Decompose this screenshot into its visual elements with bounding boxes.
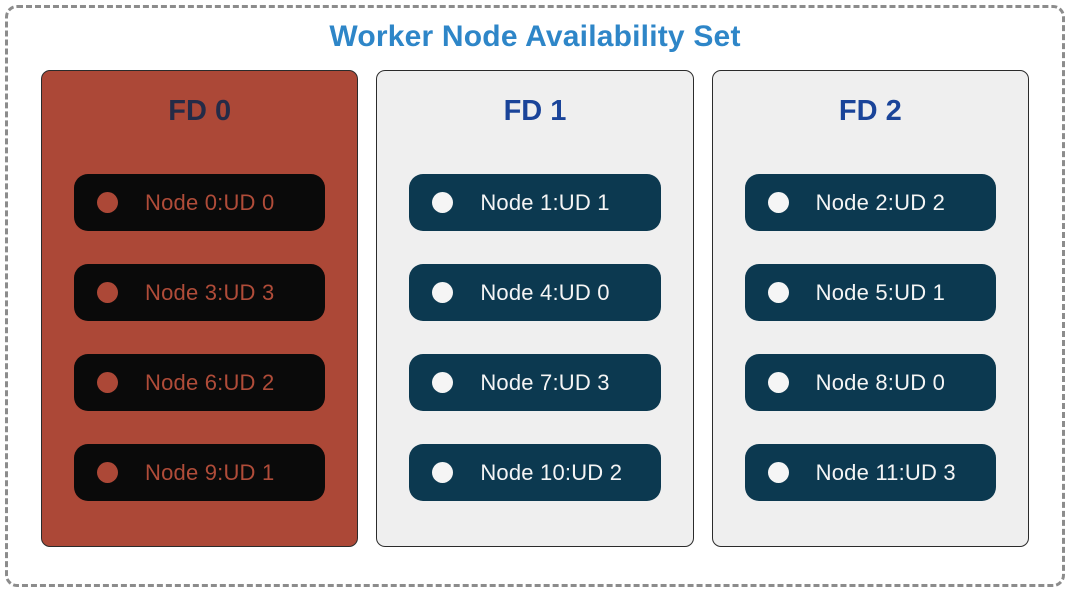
node-status-dot-icon [97,192,118,213]
node-label: Node 11:UD 3 [815,459,956,485]
node-label: Node 9:UD 1 [145,459,275,485]
fd0-node-list: Node 0:UD 0 Node 3:UD 3 Node 6:UD 2 Node… [74,174,326,501]
fd0-title: FD 0 [168,95,232,127]
node-status-dot-icon [432,462,454,483]
fault-domain-fd1: FD 1 Node 1:UD 1 Node 4:UD 0 Node 7:UD 3… [376,70,694,547]
diagram-title: Worker Node Availability Set [329,20,741,53]
availability-set-boundary: Worker Node Availability Set FD 0 Node 0… [5,5,1065,587]
node-status-dot-icon [767,372,789,393]
node-label: Node 7:UD 3 [480,369,610,395]
fd2-title: FD 2 [838,95,902,127]
node-label: Node 8:UD 0 [815,369,946,395]
node-status-dot-icon [767,282,789,303]
node-label: Node 6:UD 2 [145,369,275,395]
node-pill: Node 4:UD 0 [409,264,661,321]
node-pill: Node 6:UD 2 [74,354,326,411]
node-pill: Node 2:UD 2 [744,174,996,231]
node-label: Node 4:UD 0 [480,279,610,305]
fd1-title: FD 1 [503,95,567,127]
fault-domain-row: FD 0 Node 0:UD 0 Node 3:UD 3 Node 6:UD 2… [41,70,1029,547]
node-label: Node 2:UD 2 [815,189,946,215]
node-pill: Node 7:UD 3 [409,354,661,411]
node-pill: Node 0:UD 0 [74,174,326,231]
node-label: Node 3:UD 3 [145,279,275,305]
node-pill: Node 11:UD 3 [744,444,996,501]
node-pill: Node 3:UD 3 [74,264,326,321]
fd2-node-list: Node 2:UD 2 Node 5:UD 1 Node 8:UD 0 Node… [744,174,996,501]
node-pill: Node 10:UD 2 [409,444,661,501]
node-status-dot-icon [432,192,454,213]
node-status-dot-icon [767,192,789,213]
node-status-dot-icon [97,282,118,303]
node-label: Node 5:UD 1 [815,279,946,305]
node-label: Node 0:UD 0 [145,189,275,215]
fault-domain-fd2: FD 2 Node 2:UD 2 Node 5:UD 1 Node 8:UD 0… [711,70,1029,547]
node-pill: Node 8:UD 0 [744,354,996,411]
fault-domain-fd0: FD 0 Node 0:UD 0 Node 3:UD 3 Node 6:UD 2… [41,70,359,547]
node-status-dot-icon [97,372,118,393]
node-label: Node 1:UD 1 [480,189,610,215]
node-status-dot-icon [432,282,454,303]
node-pill: Node 9:UD 1 [74,444,326,501]
node-pill: Node 5:UD 1 [744,264,996,321]
node-status-dot-icon [97,462,118,483]
fd1-node-list: Node 1:UD 1 Node 4:UD 0 Node 7:UD 3 Node… [409,174,661,501]
node-label: Node 10:UD 2 [480,459,623,485]
node-pill: Node 1:UD 1 [409,174,661,231]
node-status-dot-icon [432,372,454,393]
node-status-dot-icon [767,462,789,483]
